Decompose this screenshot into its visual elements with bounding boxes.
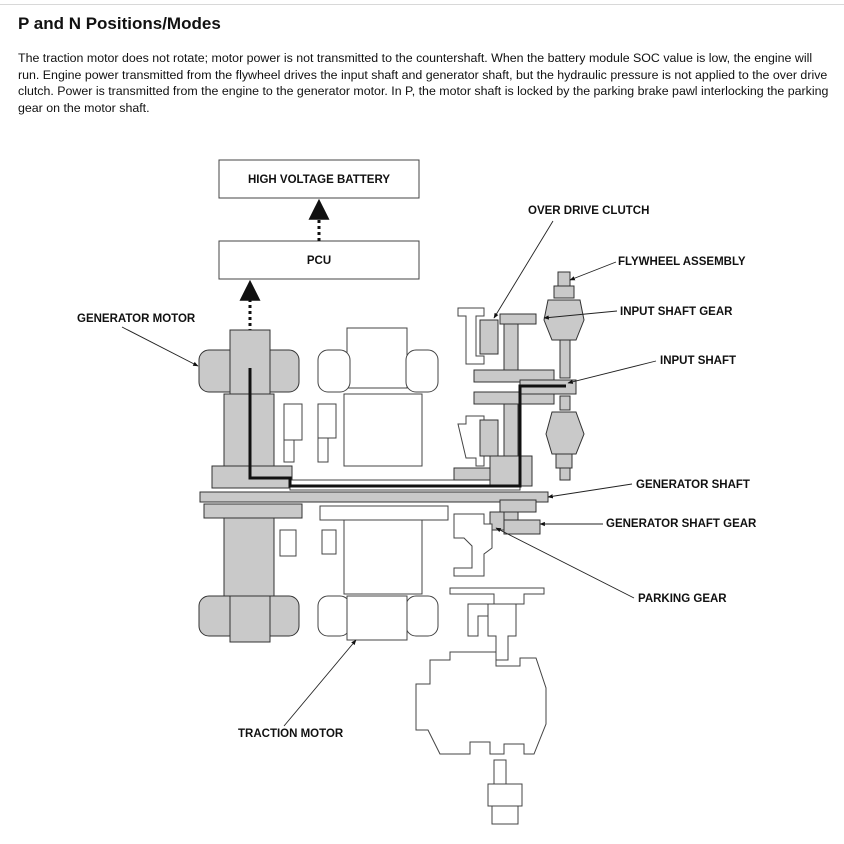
top-divider (0, 4, 844, 5)
generator-shaft-gear-label: GENERATOR SHAFT GEAR (606, 518, 757, 530)
high-voltage-battery-box: HIGH VOLTAGE BATTERY (218, 159, 420, 199)
input-shaft-label: INPUT SHAFT (660, 355, 736, 367)
page-title: P and N Positions/Modes (18, 14, 221, 33)
description-paragraph: The traction motor does not rotate; moto… (18, 51, 829, 115)
flywheel-assembly-shape (543, 271, 585, 481)
high-voltage-battery-label: HIGH VOLTAGE BATTERY (248, 174, 390, 186)
countershaft-shape (415, 513, 547, 825)
generator-motor-label: GENERATOR MOTOR (77, 313, 196, 325)
generator-shaft (199, 491, 549, 503)
pcu-label: PCU (307, 255, 331, 267)
input-shaft-gear-label: INPUT SHAFT GEAR (620, 306, 733, 318)
traction-motor-label: TRACTION MOTOR (238, 728, 344, 740)
parking-gear-label: PARKING GEAR (638, 593, 727, 605)
traction-motor-lower-shape (317, 505, 449, 641)
generator-shaft-label: GENERATOR SHAFT (636, 479, 750, 491)
over-drive-clutch-label: OVER DRIVE CLUTCH (528, 205, 649, 217)
flywheel-assembly-label: FLYWHEEL ASSEMBLY (618, 256, 746, 268)
traction-motor-upper-shape (317, 327, 439, 467)
generator-shaft-gear-shape (489, 499, 541, 535)
generator-lower-shape (198, 503, 303, 643)
power-flow-path (248, 368, 566, 488)
pcu-box: PCU (218, 240, 420, 280)
